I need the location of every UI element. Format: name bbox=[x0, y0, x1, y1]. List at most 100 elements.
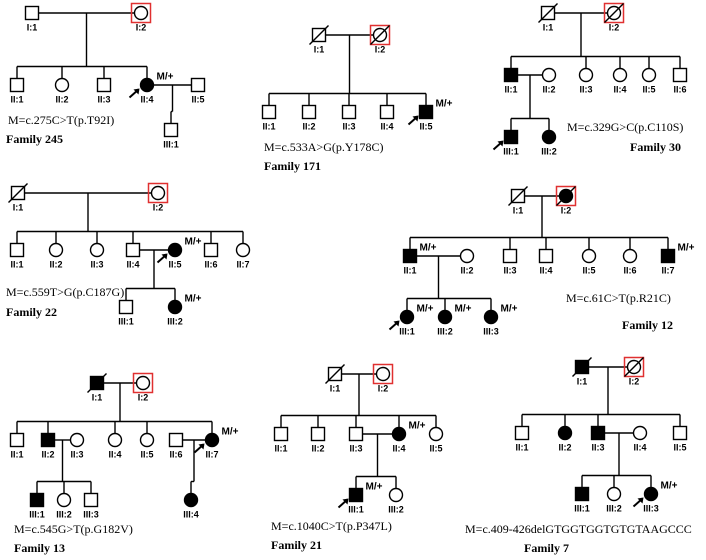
individual-label: I:2 bbox=[629, 377, 640, 387]
individual-label: II:7 bbox=[661, 266, 674, 276]
female-symbol bbox=[643, 486, 659, 502]
individual-label: II:7 bbox=[236, 260, 249, 270]
individual-label: III:1 bbox=[399, 327, 415, 337]
male-symbol bbox=[503, 67, 519, 83]
female-symbol bbox=[89, 242, 105, 258]
male-symbol bbox=[190, 77, 206, 93]
proband-box bbox=[623, 356, 645, 378]
individual-label: III:2 bbox=[167, 317, 183, 327]
individual-label: III:1 bbox=[503, 147, 519, 157]
female-symbol bbox=[139, 432, 155, 448]
female-symbol bbox=[606, 486, 622, 502]
individual-label: II:3 bbox=[503, 266, 516, 276]
male-symbol bbox=[590, 425, 606, 441]
female-symbol bbox=[139, 77, 155, 93]
individual-label: II:1 bbox=[10, 95, 23, 105]
mutation-label: M=c.545G>T(p.G182V) bbox=[14, 522, 133, 536]
female-symbol bbox=[483, 309, 499, 325]
male-symbol bbox=[341, 104, 357, 120]
individual-I-2: I:2 bbox=[603, 2, 625, 33]
individual-II-5: II:5 bbox=[641, 67, 657, 95]
genotype-label: M/+ bbox=[678, 243, 695, 254]
genotype-label: M/+ bbox=[222, 427, 239, 438]
individual-III-2: III:2M/+ bbox=[167, 294, 201, 327]
mutation-label: M=c.61C>T(p.R21C) bbox=[566, 291, 671, 305]
individual-II-1: II:1 bbox=[9, 242, 25, 270]
female-symbol bbox=[428, 426, 444, 442]
individual-I-2: I:2 bbox=[130, 2, 152, 33]
individual-III-1: III:1 bbox=[574, 486, 590, 514]
individual-II-1: II:1 bbox=[9, 77, 25, 105]
individual-I-1: I:1 bbox=[8, 183, 28, 213]
proband-arrowhead bbox=[198, 443, 205, 450]
deceased-slash bbox=[508, 186, 528, 206]
female-symbol bbox=[632, 425, 648, 441]
female-symbol bbox=[641, 67, 657, 83]
genotype-label: M/+ bbox=[185, 237, 202, 248]
male-symbol bbox=[168, 432, 184, 448]
individual-III-3: III:3 bbox=[83, 492, 99, 520]
male-symbol bbox=[9, 242, 25, 258]
individual-II-2: II:2 bbox=[301, 104, 317, 132]
mutation-label: M=c.559T>G(p.C187G) bbox=[6, 285, 124, 299]
individual-label: II:3 bbox=[591, 443, 604, 453]
individual-label: I:2 bbox=[138, 393, 149, 403]
individual-label: III:2 bbox=[388, 505, 404, 515]
male-symbol bbox=[418, 104, 434, 120]
male-symbol bbox=[29, 492, 45, 508]
family-title: Family 13 bbox=[14, 541, 65, 555]
proband-box bbox=[147, 182, 169, 204]
proband-box bbox=[555, 185, 577, 207]
male-symbol bbox=[83, 492, 99, 508]
individual-I-2: I:2 bbox=[623, 356, 645, 387]
female-symbol bbox=[183, 492, 199, 508]
individual-II-5: II:5 bbox=[190, 77, 206, 105]
male-symbol bbox=[348, 426, 364, 442]
female-symbol bbox=[622, 248, 638, 264]
female-symbol bbox=[48, 242, 64, 258]
male-symbol bbox=[672, 425, 688, 441]
individual-I-2: I:2 bbox=[369, 24, 391, 55]
individual-label: II:2 bbox=[558, 443, 571, 453]
individual-II-6: II:6 bbox=[672, 67, 688, 95]
individual-label: III:1 bbox=[118, 317, 134, 327]
individual-II-3: II:3 bbox=[69, 432, 85, 460]
male-symbol bbox=[660, 248, 676, 264]
individual-II-7: II:7 M/+ bbox=[660, 243, 695, 276]
female-symbol bbox=[204, 432, 220, 448]
individual-label: II:3 bbox=[70, 450, 83, 460]
female-symbol bbox=[235, 242, 251, 258]
male-symbol bbox=[203, 242, 219, 258]
individual-label: II:2 bbox=[49, 260, 62, 270]
individual-label: II:4 bbox=[140, 95, 153, 105]
male-symbol bbox=[574, 486, 590, 502]
individual-label: II:4 bbox=[392, 444, 405, 454]
individual-II-4: II:4 bbox=[612, 67, 628, 95]
proband-arrowhead bbox=[412, 115, 419, 122]
proband-arrowhead bbox=[497, 140, 504, 147]
individual-label: III:3 bbox=[643, 504, 659, 514]
individual-III-2: III:2 bbox=[606, 486, 622, 514]
individual-label: II:2 bbox=[460, 266, 473, 276]
female-symbol bbox=[391, 426, 407, 442]
deceased-slash bbox=[370, 25, 390, 45]
individual-I-1: I:1 bbox=[24, 5, 40, 33]
individual-label: I:1 bbox=[513, 206, 524, 216]
female-symbol bbox=[54, 77, 70, 93]
individual-label: III:1 bbox=[163, 140, 179, 150]
proband-arrowhead bbox=[637, 497, 644, 504]
family-title: Family 245 bbox=[6, 132, 63, 146]
individual-III-1: III:1M/+ bbox=[337, 482, 383, 515]
individual-label: II:7 bbox=[205, 450, 218, 460]
male-symbol bbox=[672, 67, 688, 83]
deceased-slash bbox=[604, 3, 624, 23]
individual-label: I:1 bbox=[543, 23, 554, 33]
individual-label: II:5 bbox=[419, 122, 432, 132]
mutation-label: M=c.409-426delGTGGTGGTGTGTAAGCCC bbox=[465, 522, 692, 536]
female-symbol bbox=[150, 185, 166, 201]
individual-label: III:2 bbox=[541, 147, 557, 157]
individual-II-1: II:1 bbox=[273, 426, 289, 454]
individual-label: II:1 bbox=[10, 450, 23, 460]
female-symbol bbox=[107, 432, 123, 448]
